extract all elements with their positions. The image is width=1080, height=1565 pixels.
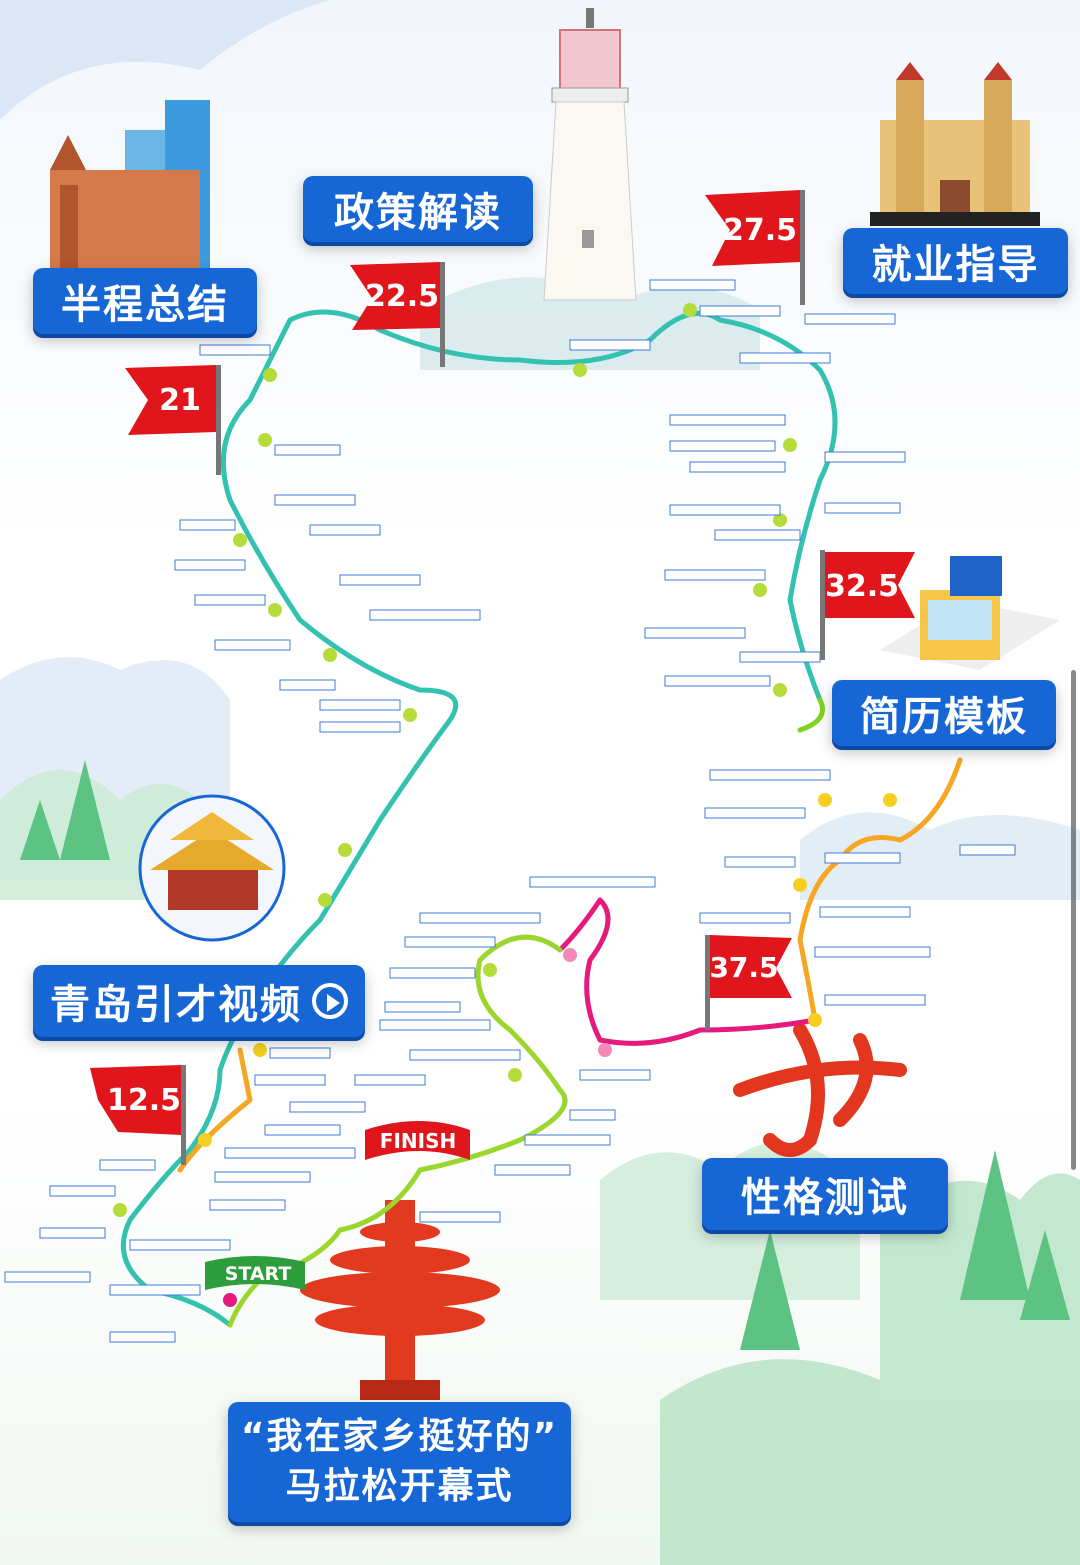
tree-icon-group xyxy=(20,760,1070,1350)
opening-line-2: 马拉松开幕式 xyxy=(285,1466,514,1507)
flag-21: 21 xyxy=(125,365,221,475)
finish-label: FINISH xyxy=(380,1129,456,1153)
scrollbar[interactable] xyxy=(1071,670,1076,1170)
calligraphy-icon xyxy=(733,1023,907,1157)
flag-label-21: 21 xyxy=(159,383,201,418)
play-icon xyxy=(312,983,348,1019)
flag-22-5: 22.5 xyxy=(350,262,445,367)
flag-37-5: 37.5 xyxy=(705,935,792,1030)
route-green xyxy=(797,697,825,733)
qingdao-talent-video-button[interactable]: 青岛引才视频 xyxy=(33,965,365,1037)
start-label: START xyxy=(225,1263,292,1285)
flag-label-32-5: 32.5 xyxy=(825,569,899,604)
flag-label-27-5: 27.5 xyxy=(723,213,797,248)
checkpoint-dots xyxy=(113,303,897,1307)
route-label-bars xyxy=(4,279,1016,1343)
pavilion-icon xyxy=(138,794,286,942)
church-icon xyxy=(870,62,1040,226)
skyscraper-icon xyxy=(50,100,210,280)
landmark-tower-icon xyxy=(300,1200,500,1400)
employment-guidance-button[interactable]: 就业指导 xyxy=(843,228,1068,294)
flag-label-22-5: 22.5 xyxy=(365,279,439,314)
flag-27-5: 27.5 xyxy=(705,190,805,305)
video-button-label: 青岛引才视频 xyxy=(50,982,302,1028)
kiosk-icon xyxy=(880,556,1060,670)
flag-12-5: 12.5 xyxy=(90,1065,186,1165)
flag-label-12-5: 12.5 xyxy=(107,1083,181,1118)
finish-banner: FINISH xyxy=(365,1121,470,1160)
opening-line-1: “我在家乡挺好的” xyxy=(240,1416,559,1457)
marathon-opening-button[interactable]: “我在家乡挺好的” 马拉松开幕式 xyxy=(228,1402,571,1522)
policy-interpretation-button[interactable]: 政策解读 xyxy=(303,176,533,242)
flag-label-37-5: 37.5 xyxy=(709,951,778,984)
half-summary-button[interactable]: 半程总结 xyxy=(33,268,257,334)
route-magenta xyxy=(557,897,818,1046)
route-teal xyxy=(120,309,838,1328)
flag-32-5: 32.5 xyxy=(820,550,915,660)
lighthouse-icon xyxy=(543,8,637,301)
personality-test-button[interactable]: 性格测试 xyxy=(702,1158,948,1230)
route-lime xyxy=(227,934,568,1328)
resume-template-button[interactable]: 简历模板 xyxy=(832,680,1056,746)
start-banner: START xyxy=(205,1256,305,1290)
